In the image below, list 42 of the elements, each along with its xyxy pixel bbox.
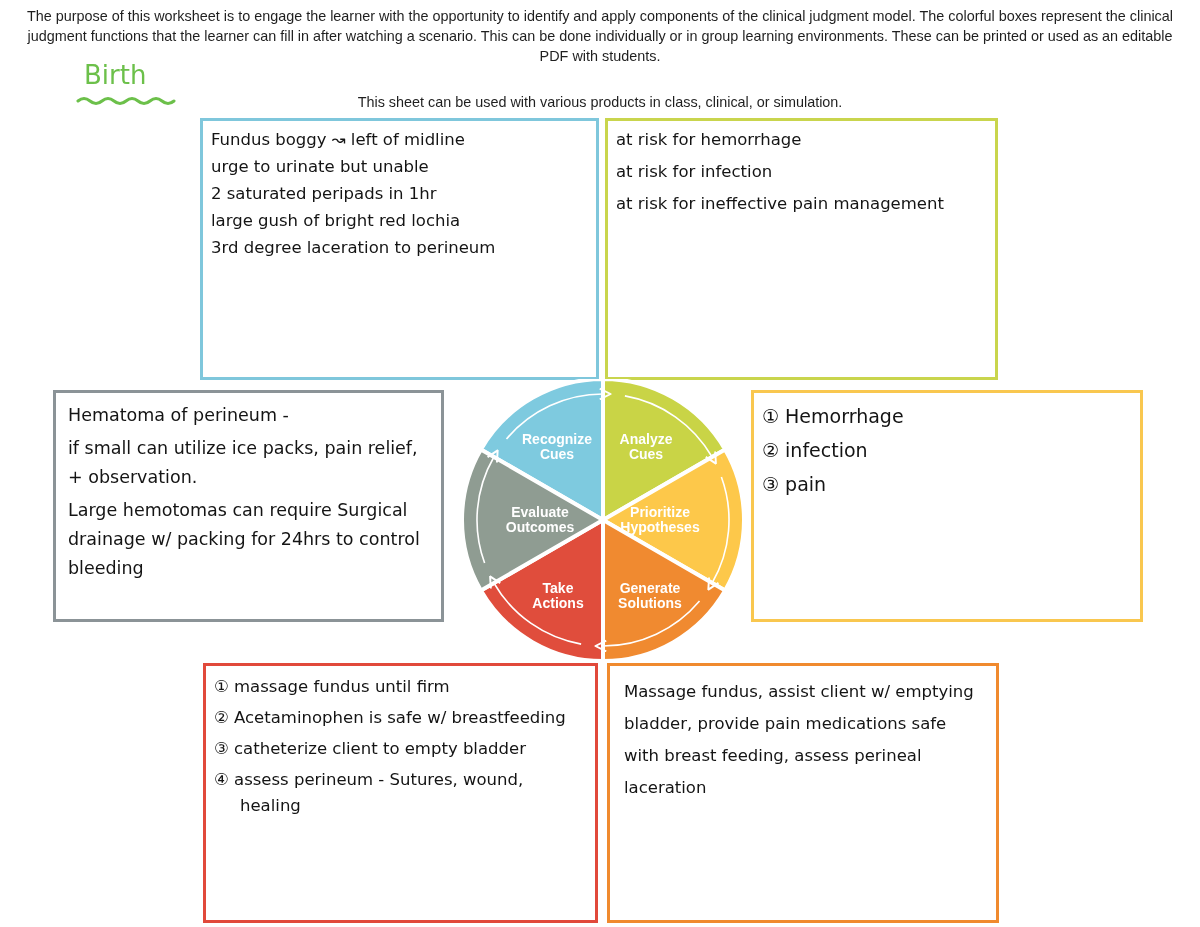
- handwritten-note: at risk for infection: [616, 161, 774, 183]
- cycle-arrow: [476, 449, 499, 564]
- handwritten-note: 3rd degree laceration to perineum: [211, 237, 497, 259]
- handwritten-note: Fundus boggy ↝ left of midline: [211, 129, 466, 151]
- segment-label: Prioritize Hypotheses: [620, 505, 700, 535]
- handwritten-note: ① Hemorrhage: [762, 404, 905, 429]
- segment-label: Evaluate Outcomes: [505, 505, 575, 535]
- note-box: [200, 118, 599, 380]
- cycle-segment: [603, 379, 726, 520]
- handwritten-note: ④ assess perineum - Sutures, wound, healing: [214, 769, 525, 817]
- instruction-text: This sheet can be used with various products in class, clinical, or simulation.: [356, 93, 844, 112]
- cycle-arrow: [594, 600, 701, 653]
- note-box: [203, 663, 598, 923]
- handwritten-note: at risk for ineffective pain management: [616, 193, 945, 215]
- cycle-arrow: [707, 476, 730, 591]
- handwritten-note: 2 saturated peripads in 1hr: [211, 183, 438, 205]
- handwritten-note: Large hemotomas can require Surgical drainage w/ packing for 24hrs to control bleeding: [68, 499, 421, 580]
- handwritten-note: urge to urinate but unable: [211, 156, 430, 178]
- handwritten-note: ① massage fundus until firm: [214, 676, 451, 698]
- handwritten-note: ② Acetaminophen is safe w/ breastfeeding: [214, 707, 567, 729]
- handwritten-note: ③ pain: [762, 472, 828, 497]
- segment-label: Generate Solutions: [618, 581, 682, 611]
- segment-label: Analyze Cues: [619, 432, 673, 462]
- cycle-segment: [462, 449, 603, 591]
- cycle-arrow: [488, 575, 582, 645]
- segment-label: Recognize Cues: [522, 432, 592, 462]
- cycle-segment: [480, 520, 603, 661]
- handwritten-note: ③ catheterize client to empty bladder: [214, 738, 527, 760]
- handwritten-note: Hematoma of perineum -: [68, 404, 290, 427]
- segment-label: Take Actions: [532, 581, 584, 611]
- note-box: [607, 663, 999, 923]
- handwritten-note: ② infection: [762, 438, 869, 463]
- cycle-arrow: [624, 395, 718, 465]
- handwritten-note: large gush of bright red lochia: [211, 210, 462, 232]
- note-box: [53, 390, 444, 622]
- handwritten-note: Massage fundus, assist client w/ emptying bladder, provide pain medications safe with breast feeding, assess perineal laceration: [624, 681, 975, 799]
- note-box: [751, 390, 1143, 622]
- handwritten-note: at risk for hemorrhage: [616, 129, 803, 151]
- note-box: [605, 118, 998, 380]
- cycle-arrow: [505, 387, 612, 440]
- cycle-segment: [603, 520, 726, 661]
- handwritten-note: if small can utilize ice packs, pain relief, + observation.: [68, 437, 419, 489]
